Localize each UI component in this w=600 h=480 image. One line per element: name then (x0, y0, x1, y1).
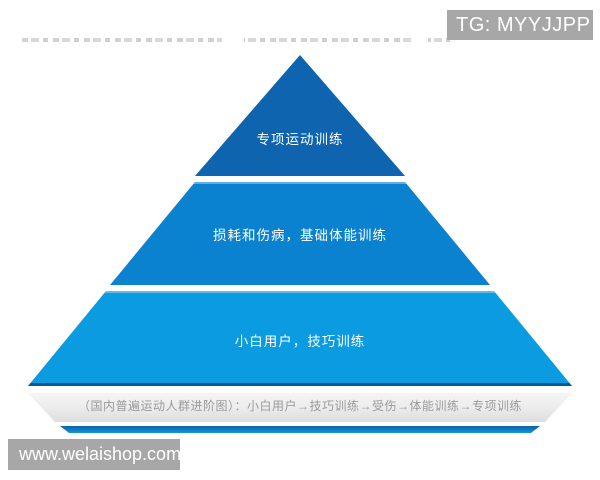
tg-watermark-badge: TG: MYYJJPP (447, 10, 593, 40)
pyramid-level-bottom (28, 291, 572, 386)
clipped-text-gap (414, 38, 428, 42)
pyramid-label-bottom: 小白用户，技巧训练 (234, 334, 366, 349)
base-accent-bar (60, 426, 540, 433)
clipped-text-gap (222, 38, 244, 42)
pyramid-base-platform: （国内普遍运动人群进阶图）：小白用户→技巧训练→受伤→体能训练→专项训练 (26, 391, 574, 422)
pyramid-label-middle: 损耗和伤病，基础体能训练 (213, 228, 387, 243)
base-caption: （国内普遍运动人群进阶图）：小白用户→技巧训练→受伤→体能训练→专项训练 (77, 399, 522, 413)
pyramid-label-top: 专项运动训练 (256, 132, 344, 147)
site-watermark-badge: www.welaishop.com (8, 439, 181, 470)
clipped-text-line (22, 38, 450, 42)
pyramid-level-top (195, 55, 405, 176)
